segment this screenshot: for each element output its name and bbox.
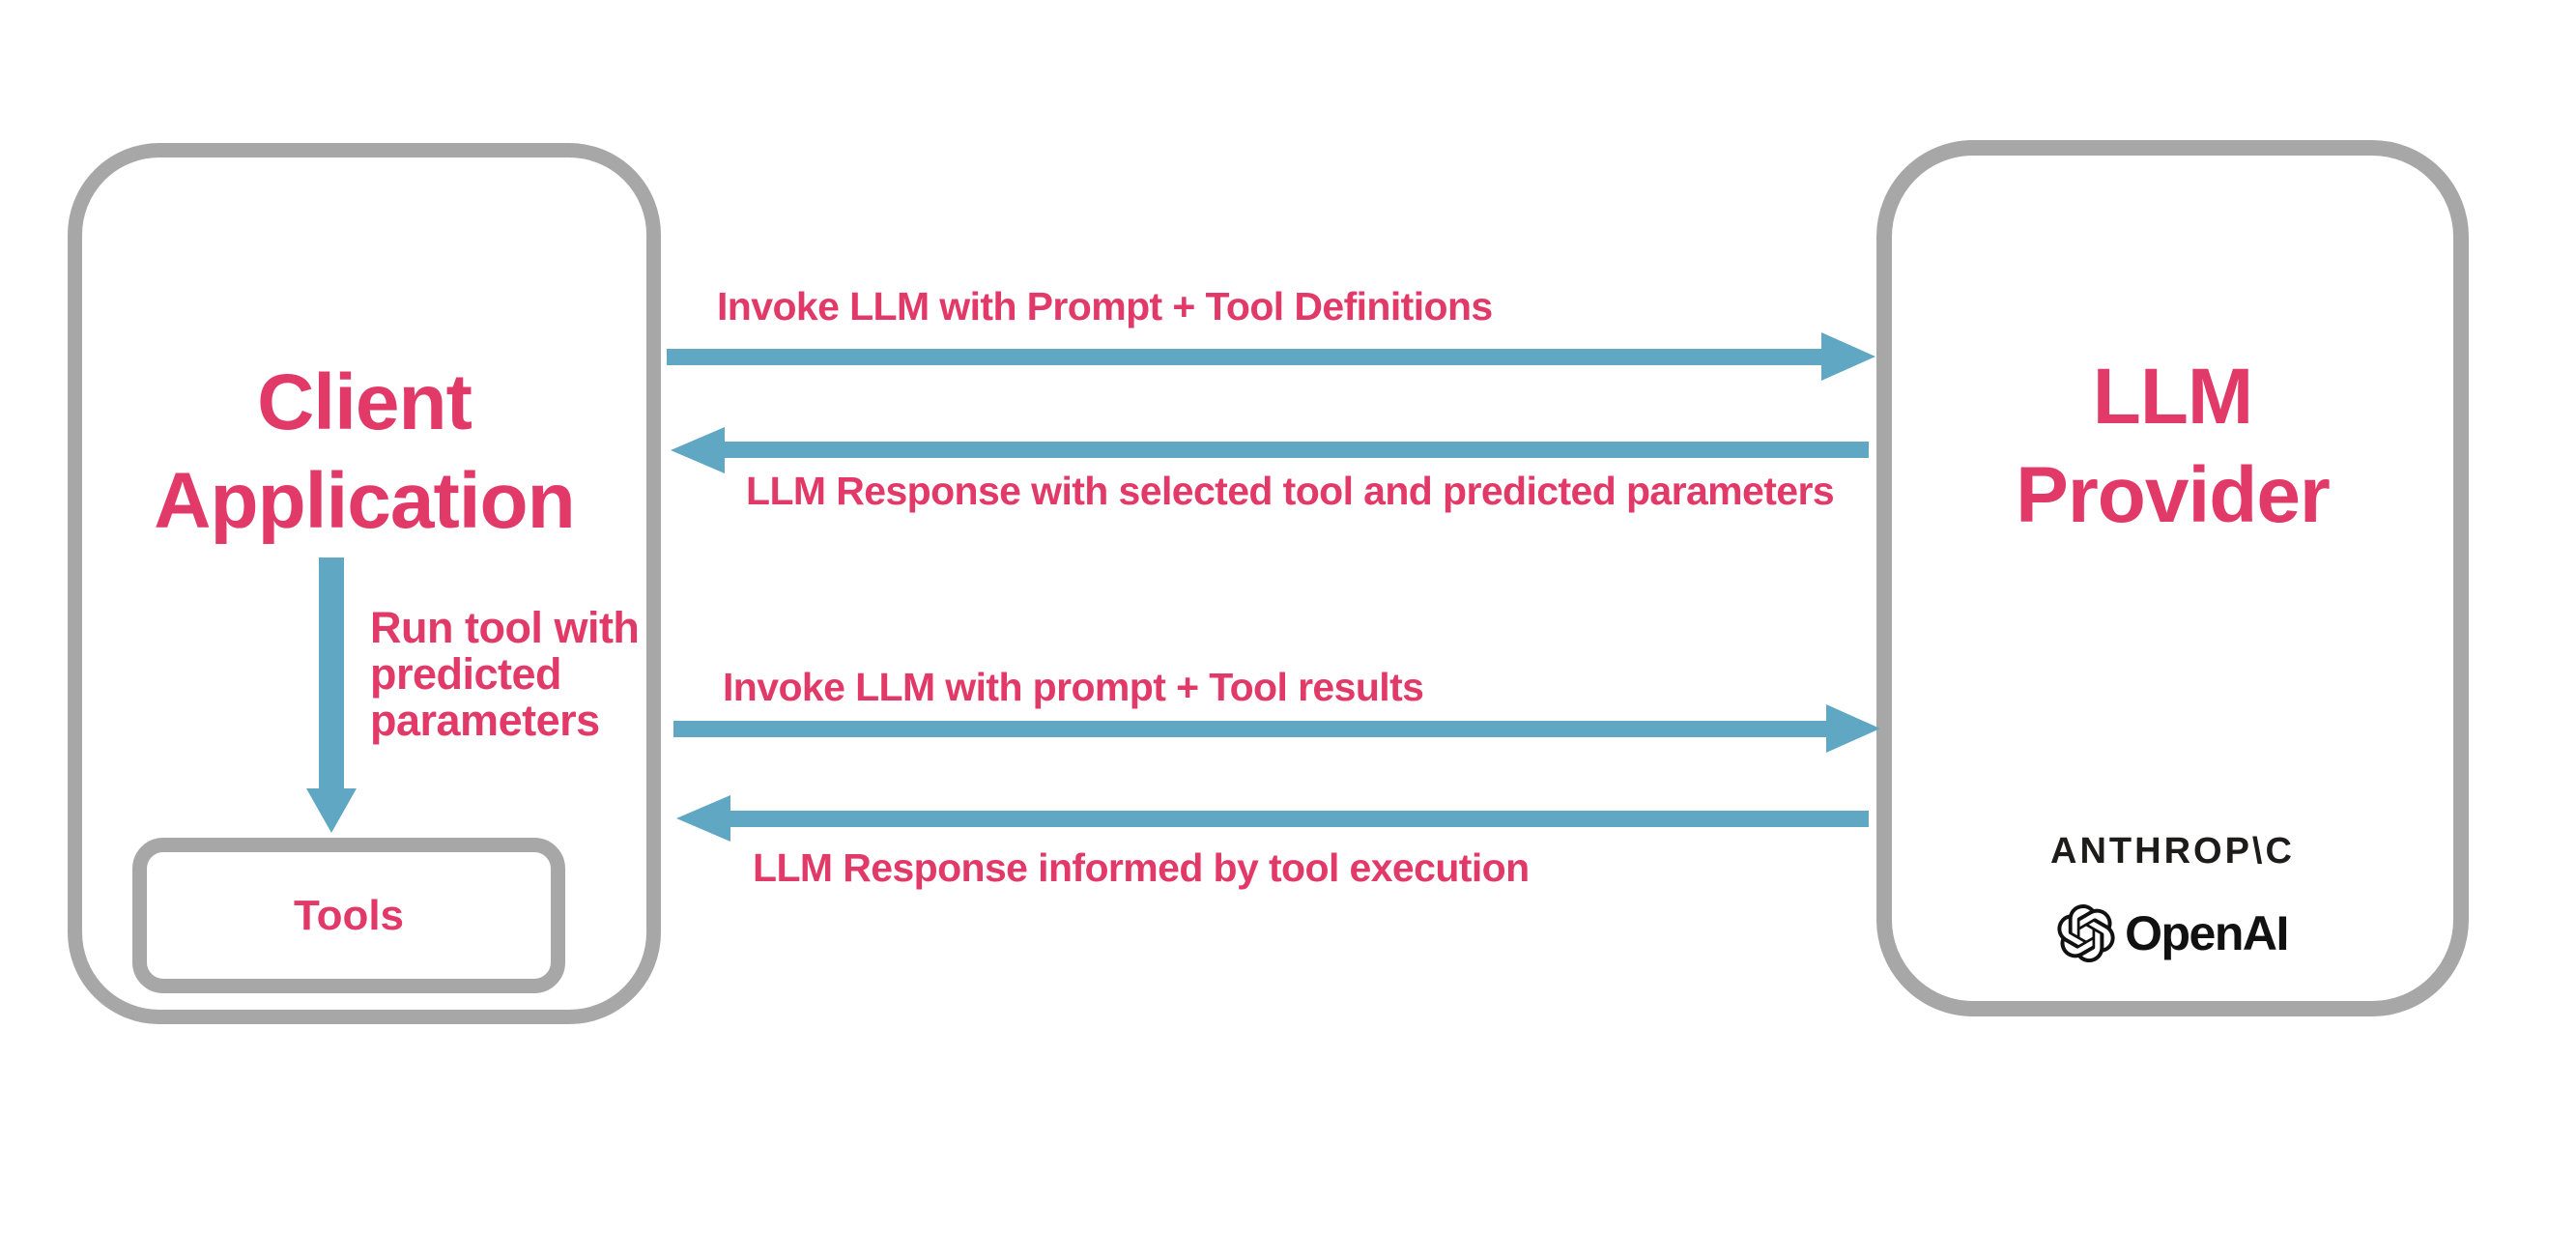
anthropic-logo: ANTHROP\C (2050, 831, 2295, 872)
run-tool-arrow-shaft (319, 558, 344, 789)
provider-title-line1: LLM (2092, 353, 2253, 441)
arrow-response-selected-tool-shaft (724, 442, 1869, 458)
message-label-response-informed: LLM Response informed by tool execution (753, 845, 1530, 890)
run-tool-arrow-down-icon (306, 788, 357, 833)
arrow-right-icon (1821, 332, 1875, 381)
openai-logo: OpenAI (1876, 902, 2469, 964)
message-label-response-selected-tool: LLM Response with selected tool and pred… (746, 469, 1835, 513)
client-title-line2: Application (154, 457, 575, 545)
client-title-line1: Client (257, 358, 472, 446)
arrow-response-informed-shaft (730, 811, 1869, 827)
arrow-invoke-results-shaft (673, 721, 1826, 737)
run-tool-label-line2: predicted (370, 649, 562, 699)
arrow-right-icon (1826, 704, 1880, 753)
run-tool-label-line1: Run tool with (370, 603, 640, 652)
provider-title-line2: Provider (2016, 451, 2331, 539)
run-tool-label: Run tool with predicted parameters (370, 603, 640, 745)
client-box-title: Client Application (68, 354, 661, 551)
message-label-invoke-definitions: Invoke LLM with Prompt + Tool Definition… (717, 284, 1493, 329)
llm-provider-box (1876, 140, 2469, 1016)
tools-label: Tools (293, 891, 405, 939)
openai-icon (2057, 904, 2115, 962)
arrow-invoke-definitions-shaft (667, 349, 1821, 365)
tools-box: Tools (132, 838, 565, 993)
arrow-left-icon (676, 795, 730, 842)
message-label-invoke-results: Invoke LLM with prompt + Tool results (723, 665, 1424, 709)
openai-logo-text: OpenAI (2125, 906, 2289, 960)
run-tool-label-line3: parameters (370, 696, 600, 745)
provider-box-title: LLM Provider (1876, 348, 2469, 545)
arrow-left-icon (671, 427, 725, 473)
